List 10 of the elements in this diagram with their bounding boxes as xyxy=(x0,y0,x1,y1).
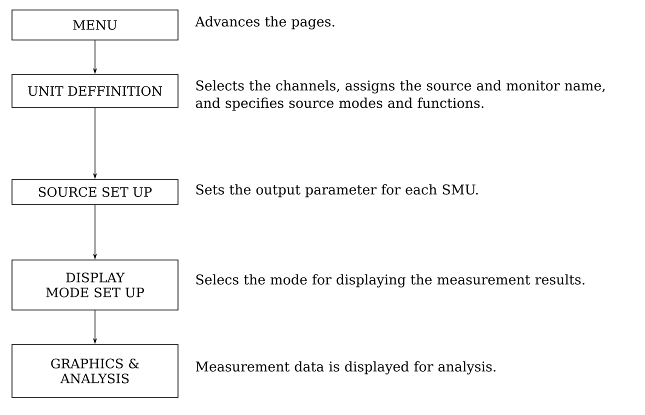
description-text: Selecs the mode for displaying the measurement results. xyxy=(196,274,584,288)
description-text: Selects the channels, assigns the source and monitor name, and specifies source modes and functions. xyxy=(196,80,605,111)
process-box: DISPLAY MODE SET UP xyxy=(12,260,178,310)
process-box: MENU xyxy=(12,10,178,40)
process-box: GRAPHICS & ANALYSIS xyxy=(12,344,178,398)
process-box: UNIT DEFFINITION xyxy=(12,74,178,108)
description-text: Sets the output parameter for each SMU. xyxy=(196,184,478,198)
description-text: Advances the pages. xyxy=(195,16,334,30)
process-box: SOURCE SET UP xyxy=(12,179,178,205)
description-text: Measurement data is displayed for analysis. xyxy=(196,361,496,374)
